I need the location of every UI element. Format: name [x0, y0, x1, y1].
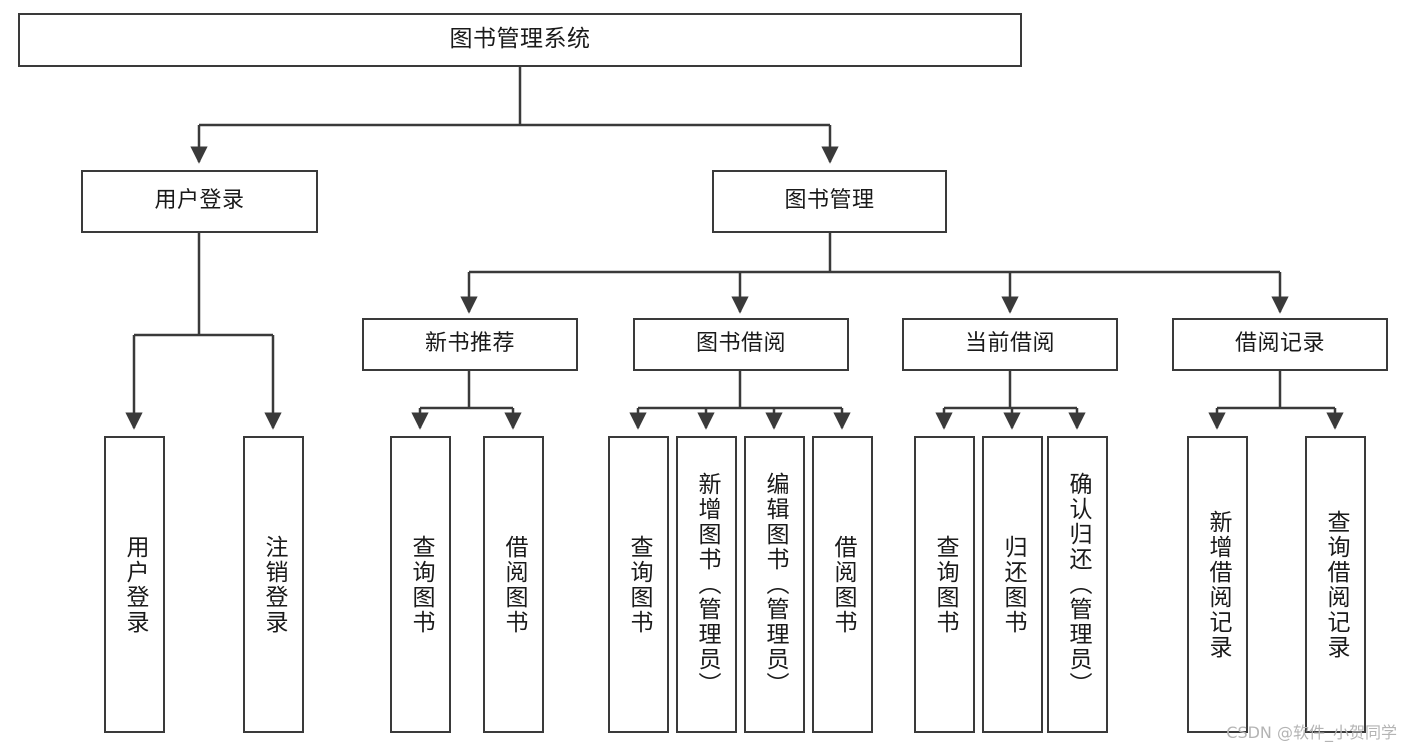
leaf-add-record[interactable]: 新增借阅记录	[1187, 436, 1248, 733]
leaf-borrow-book-2[interactable]: 借阅图书	[812, 436, 873, 733]
leaf-borrow-book-1[interactable]: 借阅图书	[483, 436, 544, 733]
node-book-borrow[interactable]: 图书借阅	[633, 318, 849, 371]
node-root[interactable]: 图书管理系统	[18, 13, 1022, 67]
node-book-management-label: 图书管理	[784, 188, 875, 214]
node-book-borrow-label: 图书借阅	[695, 331, 786, 357]
leaf-return-book-label: 归还图书	[1000, 534, 1027, 635]
leaf-add-record-label: 新增借阅记录	[1205, 509, 1232, 660]
node-new-book-recommend-label: 新书推荐	[424, 331, 515, 357]
leaf-query-record[interactable]: 查询借阅记录	[1305, 436, 1366, 733]
node-borrow-record[interactable]: 借阅记录	[1172, 318, 1388, 371]
leaf-confirm-return[interactable]: 确认归还（管理员）	[1047, 436, 1108, 733]
leaf-query-book-2-label: 查询图书	[626, 534, 653, 635]
leaf-logout-login[interactable]: 注销登录	[243, 436, 304, 733]
leaf-query-book-3-label: 查询图书	[932, 534, 959, 635]
leaf-query-record-label: 查询借阅记录	[1323, 509, 1350, 660]
leaf-query-book-3[interactable]: 查询图书	[914, 436, 975, 733]
leaf-add-book[interactable]: 新增图书（管理员）	[676, 436, 737, 733]
leaf-edit-book-label: 编辑图书（管理员）	[762, 472, 789, 697]
leaf-confirm-return-label: 确认归还（管理员）	[1065, 472, 1092, 697]
leaf-query-book-2[interactable]: 查询图书	[608, 436, 669, 733]
leaf-edit-book[interactable]: 编辑图书（管理员）	[744, 436, 805, 733]
node-root-label: 图书管理系统	[449, 26, 591, 53]
node-new-book-recommend[interactable]: 新书推荐	[362, 318, 578, 371]
node-current-borrow-label: 当前借阅	[964, 331, 1055, 357]
node-user-login-label: 用户登录	[154, 188, 245, 214]
node-book-management[interactable]: 图书管理	[712, 170, 947, 233]
leaf-user-login[interactable]: 用户登录	[104, 436, 165, 733]
leaf-query-book-1-label: 查询图书	[408, 534, 435, 635]
node-current-borrow[interactable]: 当前借阅	[902, 318, 1118, 371]
leaf-return-book[interactable]: 归还图书	[982, 436, 1043, 733]
node-borrow-record-label: 借阅记录	[1234, 331, 1325, 357]
leaf-borrow-book-1-label: 借阅图书	[501, 534, 528, 635]
csdn-watermark: CSDN @软件_小贺同学	[1226, 723, 1397, 742]
leaf-borrow-book-2-label: 借阅图书	[830, 534, 857, 635]
leaf-user-login-label: 用户登录	[122, 534, 149, 635]
node-user-login[interactable]: 用户登录	[81, 170, 318, 233]
leaf-query-book-1[interactable]: 查询图书	[390, 436, 451, 733]
leaf-logout-login-label: 注销登录	[261, 534, 288, 635]
leaf-add-book-label: 新增图书（管理员）	[694, 472, 721, 697]
